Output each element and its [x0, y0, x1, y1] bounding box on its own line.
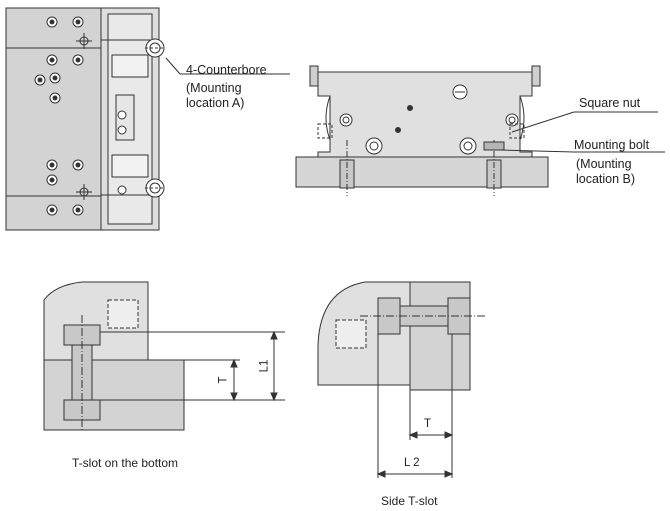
mounting-location-b-label-line2: location B)	[576, 172, 636, 186]
caption-t-slot-bottom: T-slot on the bottom	[72, 456, 179, 470]
counterbore-leader	[165, 57, 181, 75]
counterbore-label: 4-Counterbore	[186, 63, 267, 77]
square-nut-label: Square nut	[579, 96, 641, 110]
caption-side-t-slot: Side T-slot	[381, 494, 438, 508]
dimension-l2: L 2	[404, 457, 420, 469]
mounting-location-a-label-line1: (Mounting	[186, 81, 242, 95]
mounting-bolt-leader	[499, 149, 575, 153]
mounting-location-b-label-line1: (Mounting	[576, 157, 632, 171]
mounting-location-a-label-line2: location A)	[186, 96, 245, 110]
bottom-t-slot-view	[43, 281, 285, 432]
dimension-l1: L1	[258, 359, 271, 373]
mounting-bolt-label: Mounting bolt	[574, 138, 650, 152]
square-nut-leader	[511, 111, 575, 133]
top-view-table	[5, 7, 165, 231]
dimension-t-bottom: T	[217, 376, 230, 384]
side-t-slot-view	[317, 281, 486, 478]
end-view-table	[295, 65, 549, 196]
dimension-t-side: T	[424, 418, 432, 430]
